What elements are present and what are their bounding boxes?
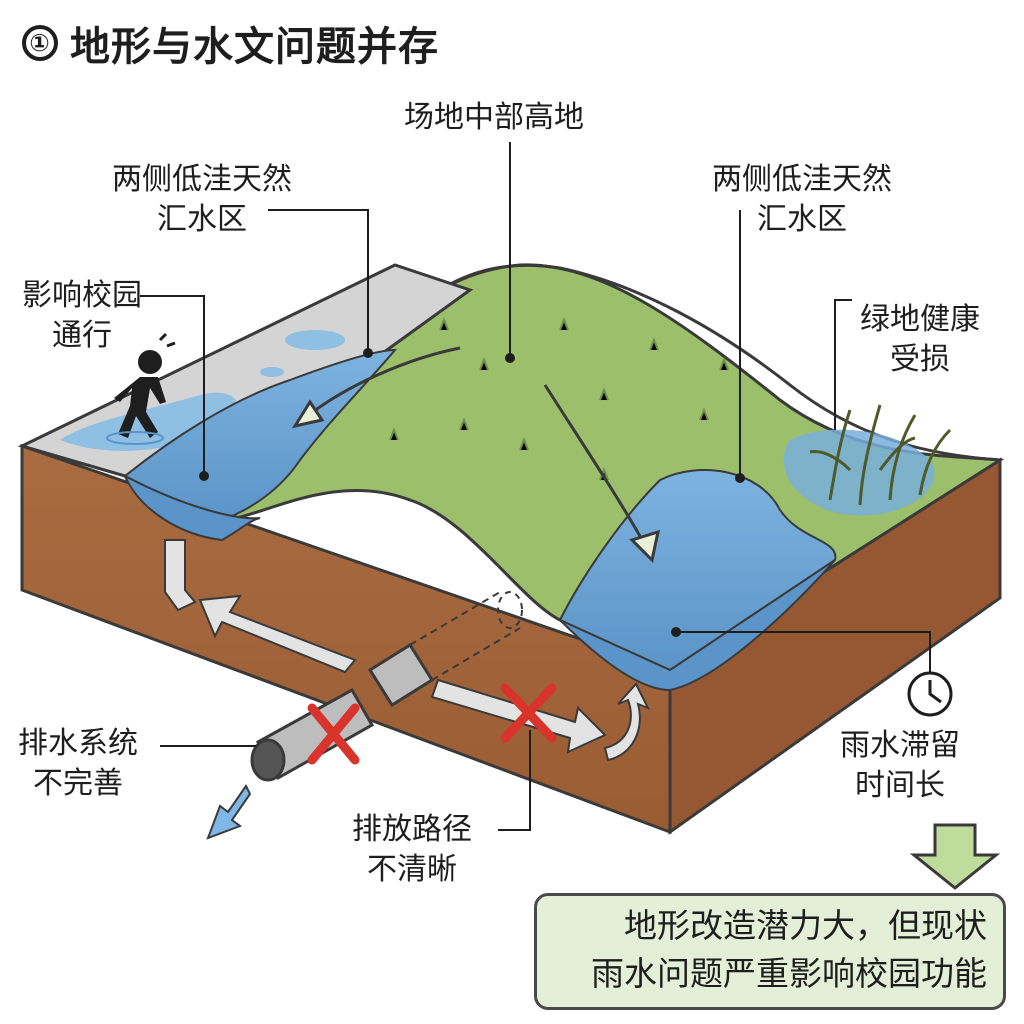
label-text: 两侧低洼天然	[112, 162, 292, 197]
runoff-arrowhead-left	[291, 399, 325, 429]
splash-marks	[158, 332, 176, 348]
label-text: 场地中部高地	[404, 100, 584, 135]
label-discharge: 排放路径 不清晰	[352, 810, 472, 890]
red-x-icon	[500, 683, 557, 743]
label-retention: 雨水滞留 时间长	[840, 726, 960, 806]
soil-flow-arrow-2	[164, 539, 197, 612]
label-text: 绿地健康	[860, 302, 980, 337]
label-text: 不完善	[33, 766, 123, 801]
puddle	[260, 367, 284, 377]
runoff-arrow-left	[304, 346, 461, 420]
label-text: 不清晰	[367, 852, 457, 887]
plant-cluster	[809, 404, 952, 506]
runoff-arrow-right	[543, 384, 647, 546]
label-text: 汇水区	[757, 202, 847, 237]
label-drainage: 排水系统 不完善	[18, 724, 138, 804]
label-text: 排放路径	[352, 812, 472, 847]
label-left-low: 两侧低洼天然 汇水区	[112, 160, 292, 240]
label-text: 汇水区	[157, 202, 247, 237]
broken-pipe	[250, 591, 523, 782]
label-text: 两侧低洼天然	[712, 162, 892, 197]
soil-flow-arrow-4	[603, 682, 651, 762]
label-text: 影响校园	[22, 278, 142, 313]
down-arrow-icon	[206, 784, 252, 840]
ripple	[106, 431, 164, 445]
runoff-arrowhead-right	[629, 529, 661, 564]
label-text: 排水系统	[18, 726, 138, 761]
walking-person-icon	[114, 350, 166, 438]
soil-flow-arrow-1	[198, 594, 357, 674]
label-text: 受损	[890, 342, 950, 377]
grass-tufts	[389, 317, 729, 481]
title-number: ①	[22, 25, 58, 61]
label-traffic: 影响校园 通行	[22, 276, 142, 356]
red-x-icon	[307, 703, 360, 765]
conclusion-box: 地形改造潜力大，但现状 雨水问题严重影响校园功能	[534, 893, 1006, 1010]
page-title: ① 地形与水文问题并存	[22, 14, 439, 72]
puddle	[285, 330, 345, 350]
title-text: 地形与水文问题并存	[70, 24, 439, 70]
clock-icon	[907, 671, 953, 717]
label-text: 通行	[52, 318, 112, 353]
label-greenery: 绿地健康 受损	[860, 300, 980, 380]
label-center-high: 场地中部高地	[404, 98, 584, 138]
conclusion-line: 雨水问题严重影响校园功能	[591, 954, 987, 993]
right-pond-section	[559, 559, 836, 692]
left-pond-section	[122, 473, 261, 542]
label-text: 雨水滞留	[840, 728, 960, 763]
soil-flow-arrow-3	[430, 678, 607, 754]
down-arrow-icon	[909, 823, 1001, 890]
label-right-low: 两侧低洼天然 汇水区	[712, 160, 892, 240]
label-text: 时间长	[855, 768, 945, 803]
conclusion-line: 地形改造潜力大，但现状	[624, 906, 987, 945]
leader-lines	[140, 142, 931, 831]
